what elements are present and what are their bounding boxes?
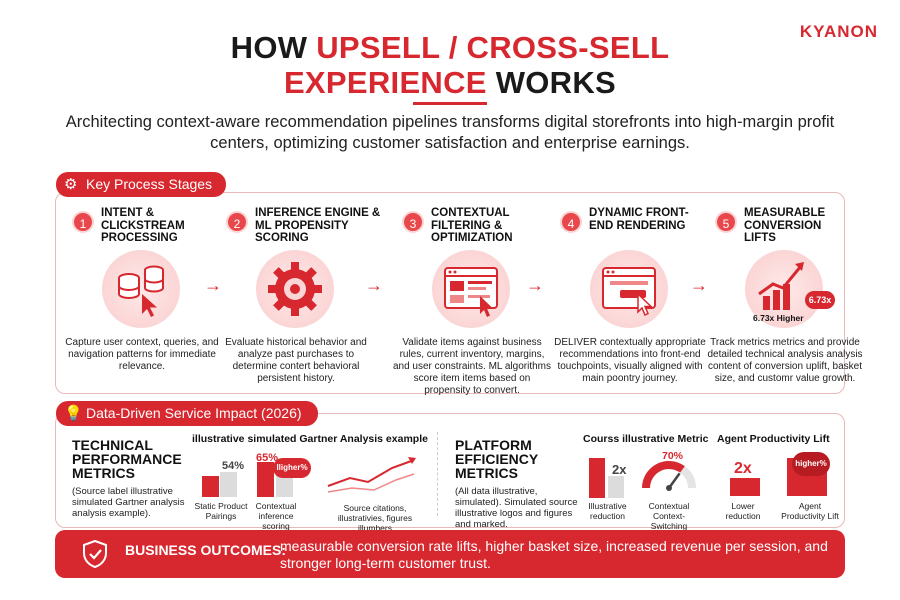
- platform-chart2-title: Agent Productivity Lift: [717, 433, 830, 445]
- platform-chart1-label: Illustrative reduction: [588, 501, 627, 521]
- platform-bar-chart: [589, 458, 624, 498]
- gauge-fill: [642, 461, 685, 489]
- business-outcomes-banner: BUSINESS OUTCOMES: measurable conversion…: [55, 530, 845, 578]
- platform-chart2-value: 2x: [734, 460, 752, 477]
- technical-line-chart: [327, 457, 416, 493]
- outcomes-label: BUSINESS OUTCOMES:: [125, 542, 287, 558]
- brand-logo: KYANON: [799, 22, 878, 41]
- platform-bar-red: [589, 458, 605, 498]
- lightbulb-icon: 💡: [64, 405, 83, 422]
- impact-panel: [55, 413, 845, 528]
- gear-icon: [256, 250, 334, 328]
- stage-number: 3: [402, 211, 424, 233]
- bar2-badge: lligher%: [273, 458, 311, 478]
- arrow-right-icon: →: [204, 275, 222, 295]
- browser-click-icon: [590, 250, 668, 328]
- growth-chart-icon: [745, 250, 823, 328]
- gauge-value: 70%: [662, 450, 684, 462]
- stages-section-text: Key Process Stages: [86, 176, 213, 192]
- stage-4: 4 DYNAMIC FRONT-END RENDERING DELIVER co…: [554, 205, 710, 390]
- bar2-label: Contextual inference scoring: [255, 501, 297, 531]
- page-subtitle: Architecting context-aware recommendatio…: [65, 113, 835, 152]
- productivity-bar-lower: [730, 478, 760, 496]
- platform-chart1-title: Courss illustrative Metric: [583, 433, 709, 445]
- platform-chart1-value: 2x: [612, 462, 627, 477]
- bar-static-gray: [220, 472, 237, 497]
- gauge-chart: [642, 461, 696, 491]
- productivity-badge: higher%: [792, 452, 830, 476]
- gauge-needle: [667, 472, 681, 489]
- browser-filter-icon: [432, 250, 510, 328]
- stage-number: 2: [226, 211, 248, 233]
- stage-description: Validate items against business rules, c…: [392, 337, 552, 396]
- title-line1-red: UPSELL / CROSS-SELL: [316, 30, 670, 65]
- arrow-right-icon: →: [365, 275, 383, 295]
- conversion-badge-caption: 6.73x Higher: [753, 313, 804, 323]
- conversion-badge: 6.73x: [805, 291, 835, 309]
- stage-description: Track metrics metrics and provide detail…: [707, 337, 863, 384]
- platform-note: (All data illustrative, simulated). Simu…: [455, 486, 578, 530]
- stage-number: 4: [560, 211, 582, 233]
- title-line2-red: EXPERIENCE: [283, 65, 487, 100]
- title-line1-black: HOW: [230, 30, 317, 65]
- shield-check-icon: [83, 539, 107, 569]
- stage-title: DYNAMIC FRONT-END RENDERING: [589, 207, 689, 232]
- bar1-label: Static Product Pairings: [194, 501, 248, 521]
- line-chart-caption: Source citations, illustrativies, figure…: [337, 503, 413, 533]
- technical-note: (Source label illustrative simulated Gar…: [72, 486, 185, 519]
- stage-description: Evaluate historical behavior and analyze…: [225, 337, 367, 384]
- title-line2-black: WORKS: [486, 65, 617, 100]
- bar2-value-label: 65%: [256, 452, 279, 464]
- stage-description: Capture user context, queries, and navig…: [65, 337, 219, 372]
- bar-contextual-red: [257, 462, 274, 497]
- stage-3: 3 CONTEXTUAL FILTERING & OPTIMIZATION Va…: [393, 205, 552, 396]
- impact-section-label: 💡 Data-Driven Service Impact (2026): [56, 401, 318, 426]
- outcomes-text: measurable conversion rate lifts, higher…: [280, 538, 828, 571]
- stages-section-label: ⚙ Key Process Stages: [56, 172, 226, 197]
- technical-chart-title: illustrative simulated Gartner Analysis …: [192, 433, 428, 445]
- platform-chart2-label2: Agent Productivity Lift: [781, 501, 839, 521]
- arrow-right-icon: →: [526, 275, 544, 295]
- stage-description: DELIVER contextually appropriate recomme…: [554, 337, 706, 384]
- title-underline: [413, 102, 487, 105]
- stage-number: 5: [715, 211, 737, 233]
- stage-number: 1: [72, 211, 94, 233]
- page-title: HOW UPSELL / CROSS-SELL EXPERIENCE WORKS: [0, 30, 900, 100]
- stage-title: CONTEXTUAL FILTERING & OPTIMIZATION: [431, 207, 513, 244]
- platform-bar-gray: [608, 476, 624, 498]
- stage-title: INFERENCE ENGINE & ML PROPENSITY SCORING: [255, 207, 381, 244]
- platform-heading: PLATFORM EFFICIENCY METRICS: [455, 437, 538, 481]
- technical-heading: TECHNICAL PERFORMANCE METRICS: [72, 437, 182, 481]
- impact-section-text: Data-Driven Service Impact (2026): [86, 405, 302, 421]
- platform-chart2-label1: Lower reduction: [725, 501, 761, 521]
- section-divider: [437, 432, 438, 516]
- stage-5: 5 MEASURABLE CONVERSION LIFTS 6.73x 6.73…: [707, 205, 865, 390]
- bar-static-red: [202, 476, 219, 497]
- arrow-right-icon: →: [690, 275, 708, 295]
- stage-1: 1 INTENT & CLICKSTREAM PROCESSING Captur…: [65, 205, 222, 390]
- stage-2: 2 INFERENCE ENGINE & ML PROPENSITY SCORI…: [225, 205, 380, 390]
- stage-title: MEASURABLE CONVERSION LIFTS: [744, 207, 826, 244]
- gear-icon: ⚙: [64, 176, 78, 193]
- database-cursor-icon: [102, 250, 180, 328]
- bar1-value-label: 54%: [222, 460, 245, 472]
- gauge-label: Contextual Context-Switching: [648, 501, 690, 531]
- stage-title: INTENT & CLICKSTREAM PROCESSING: [101, 207, 185, 244]
